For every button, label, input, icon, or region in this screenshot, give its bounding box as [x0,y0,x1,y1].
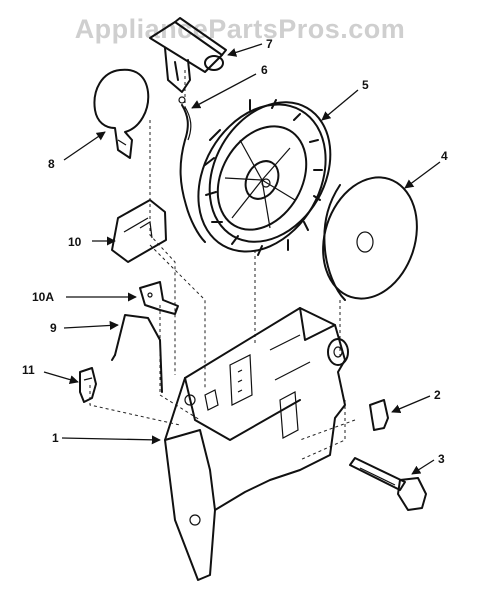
callout-11: 11 [22,363,35,377]
part-11-clip [79,367,97,403]
assembly-guide-lines [89,70,356,461]
callout-6: 6 [261,63,268,77]
callout-labels: 7 6 5 4 8 10 10A 9 11 1 2 3 [22,37,448,466]
leader-lines [43,43,441,475]
part-10-bracket-plate [111,199,167,263]
callout-8: 8 [48,157,55,171]
part-3-bolt [349,457,427,511]
callout-1: 1 [52,431,59,445]
part-9-wire-spring [111,314,163,393]
part-1-main-bracket [164,307,349,581]
part-5-pulley-wheel [197,99,332,256]
part-6-rope [179,104,206,243]
callout-10a: 10A [32,290,54,304]
part-2-small-clip [369,399,389,431]
callout-7: 7 [266,37,273,51]
callout-5: 5 [362,78,369,92]
part-8-spring-clip [93,68,150,159]
callout-2: 2 [434,388,441,402]
callout-3: 3 [438,452,445,466]
watermark: AppliancePartsPros.com [74,14,406,44]
part-10a-tab [139,281,179,315]
part-4-disc [322,176,418,301]
callout-10: 10 [68,235,82,249]
part-7-handle [149,17,227,104]
callout-4: 4 [441,149,448,163]
callout-9: 9 [50,321,57,335]
